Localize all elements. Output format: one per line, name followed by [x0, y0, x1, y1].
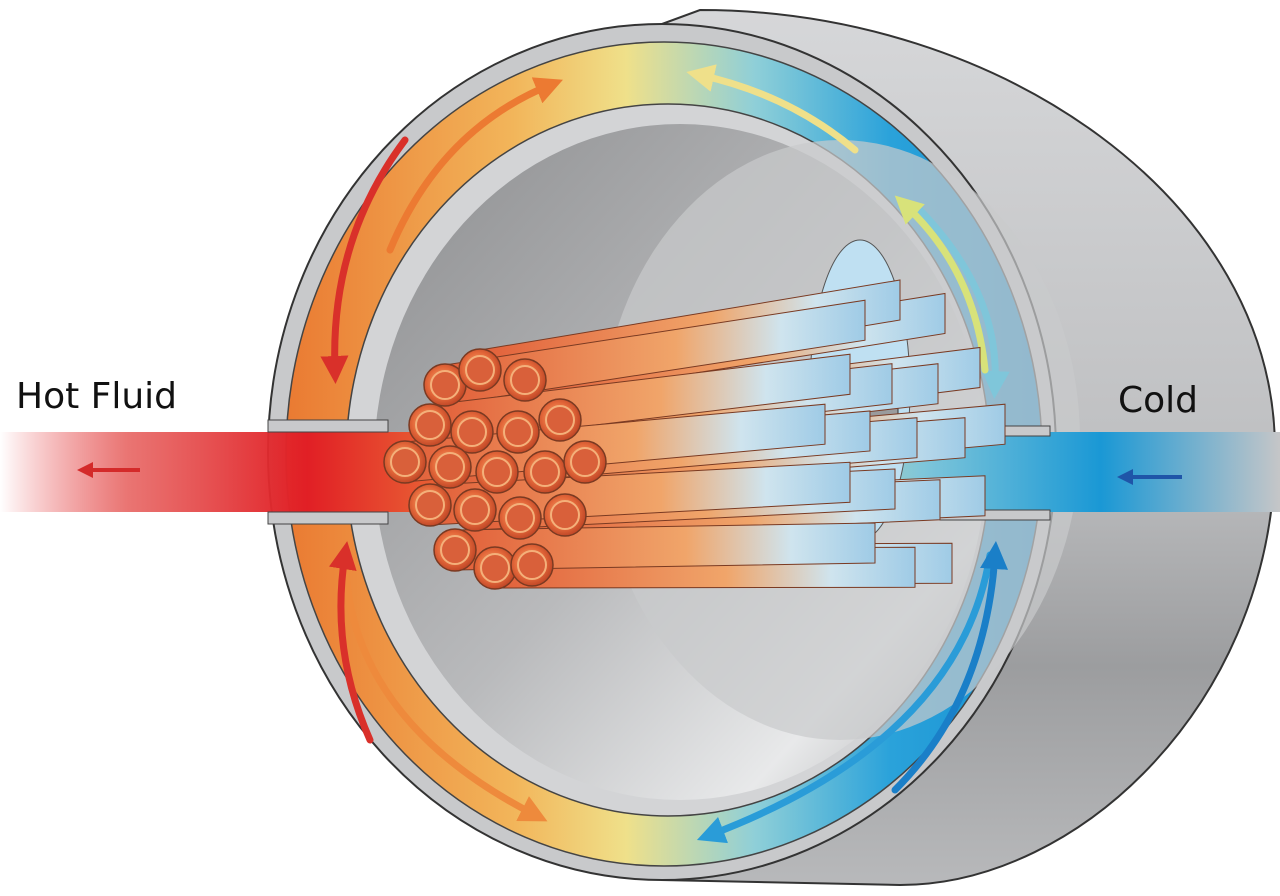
tube-bore	[415, 410, 445, 440]
flow-arrow	[386, 77, 563, 254]
flow-arrow	[894, 195, 989, 374]
tube-bore	[390, 447, 420, 477]
flow-arrow	[320, 136, 409, 384]
tube-bore	[480, 553, 510, 583]
cold-fluid-label: Cold	[1118, 380, 1199, 421]
tube-bore	[510, 365, 540, 395]
tube-bore	[465, 355, 495, 385]
tube-bore	[415, 490, 445, 520]
tube-bore	[482, 457, 512, 487]
hot-fluid-label: Hot Fluid	[16, 376, 178, 417]
flow-arrow	[911, 201, 1010, 399]
flow-arrow	[328, 541, 374, 744]
flow-arrow	[891, 541, 1008, 794]
tube-bore	[530, 457, 560, 487]
tube-bore	[460, 495, 490, 525]
tube-bore	[505, 503, 535, 533]
flow-arrow	[341, 556, 548, 822]
tube-bore	[517, 550, 547, 580]
tube-bore	[545, 405, 575, 435]
flow-arrow	[696, 551, 994, 844]
tube-bore	[440, 535, 470, 565]
tube-bore	[503, 417, 533, 447]
tube-bore	[435, 452, 465, 482]
flow-arrow	[686, 64, 859, 154]
tube-bore	[430, 370, 460, 400]
tube-bore	[570, 447, 600, 477]
tube-bundle	[383, 239, 1006, 590]
tube-bore	[457, 417, 487, 447]
tube-bore	[550, 500, 580, 530]
ring-flow-arrows	[320, 64, 1010, 844]
